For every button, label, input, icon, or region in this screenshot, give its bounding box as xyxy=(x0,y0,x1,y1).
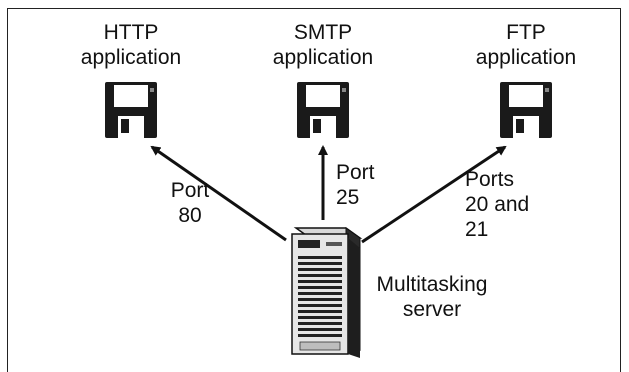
ftp-port-line1: Ports xyxy=(465,168,515,191)
http-label-line1: HTTP xyxy=(103,21,159,44)
smtp-port-line2: 25 xyxy=(336,186,360,209)
http-port-label: Port 80 xyxy=(160,178,220,228)
floppy-disk-icon xyxy=(297,82,349,138)
server-label-line1: Multitasking xyxy=(376,273,488,296)
server-label-line2: server xyxy=(402,298,462,321)
ftp-label-line2: application xyxy=(475,46,577,69)
ftp-port-line2: 20 and xyxy=(465,193,530,216)
floppy-disk-icon xyxy=(500,82,552,138)
floppy-disk-icon xyxy=(105,82,157,138)
http-label-line2: application xyxy=(80,46,182,69)
smtp-port-line1: Port xyxy=(336,161,375,184)
ftp-label-line1: FTP xyxy=(506,21,546,44)
arrow-to-ftp xyxy=(361,145,507,244)
smtp-label-line1: SMTP xyxy=(293,21,353,44)
smtp-label-line2: application xyxy=(272,46,374,69)
arrow-to-http xyxy=(150,145,287,242)
http-application-label: HTTP application xyxy=(68,20,194,70)
ftp-port-label: Ports 20 and 21 xyxy=(465,167,545,242)
http-port-line2: 80 xyxy=(178,204,202,227)
smtp-application-label: SMTP application xyxy=(260,20,386,70)
ftp-application-label: FTP application xyxy=(463,20,589,70)
server-label: Multitasking server xyxy=(368,272,496,322)
ftp-port-line3: 21 xyxy=(465,218,489,241)
http-port-line1: Port xyxy=(170,179,210,202)
diagram-frame xyxy=(7,8,621,372)
smtp-port-label: Port 25 xyxy=(336,160,392,210)
tower-server-icon xyxy=(291,227,363,358)
